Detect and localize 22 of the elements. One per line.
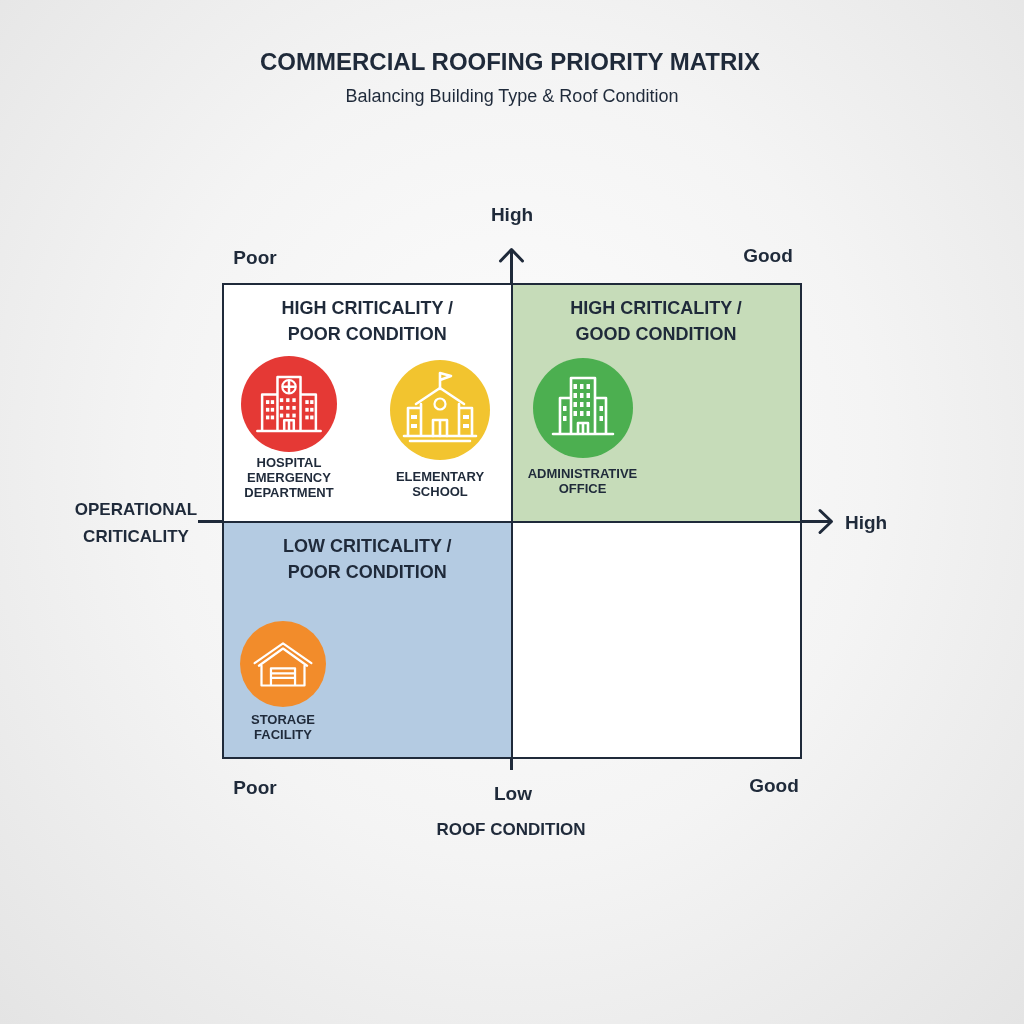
- axis-label: Good: [743, 244, 793, 268]
- quadrant-heading: LOW CRITICALITY / POOR CONDITION: [281, 534, 453, 584]
- building-label: STORAGE FACILITY: [249, 712, 317, 742]
- axis-label: Poor: [233, 246, 277, 270]
- quadrant-panel: [222, 283, 512, 522]
- building-label: ADMINISTRATIVE OFFICE: [526, 466, 639, 496]
- axis-label: High: [490, 203, 534, 227]
- subtitle: Balancing Building Type & Roof Condition: [345, 86, 679, 108]
- title: COMMERCIAL ROOFING PRIORITY MATRIX: [260, 47, 760, 77]
- building-label: ELEMENTARY SCHOOL: [394, 469, 486, 499]
- axis-title: OPERATIONAL CRITICALITY: [73, 499, 199, 548]
- axis-label: Poor: [233, 776, 277, 800]
- building-label: HOSPITAL EMERGENCY DEPARTMENT: [243, 455, 335, 500]
- axis-title: ROOF CONDITION: [436, 819, 586, 841]
- axis-label: Low: [494, 782, 532, 806]
- quadrant-heading: HIGH CRITICALITY / GOOD CONDITION: [569, 297, 743, 346]
- axis-label: High: [845, 511, 888, 535]
- quadrant-heading: HIGH CRITICALITY / POOR CONDITION: [280, 297, 455, 346]
- axis-label: Good: [749, 774, 799, 798]
- quadrant-panel: [511, 521, 802, 759]
- quadrant-panel: [511, 283, 802, 522]
- quadrant-panel: [222, 521, 512, 759]
